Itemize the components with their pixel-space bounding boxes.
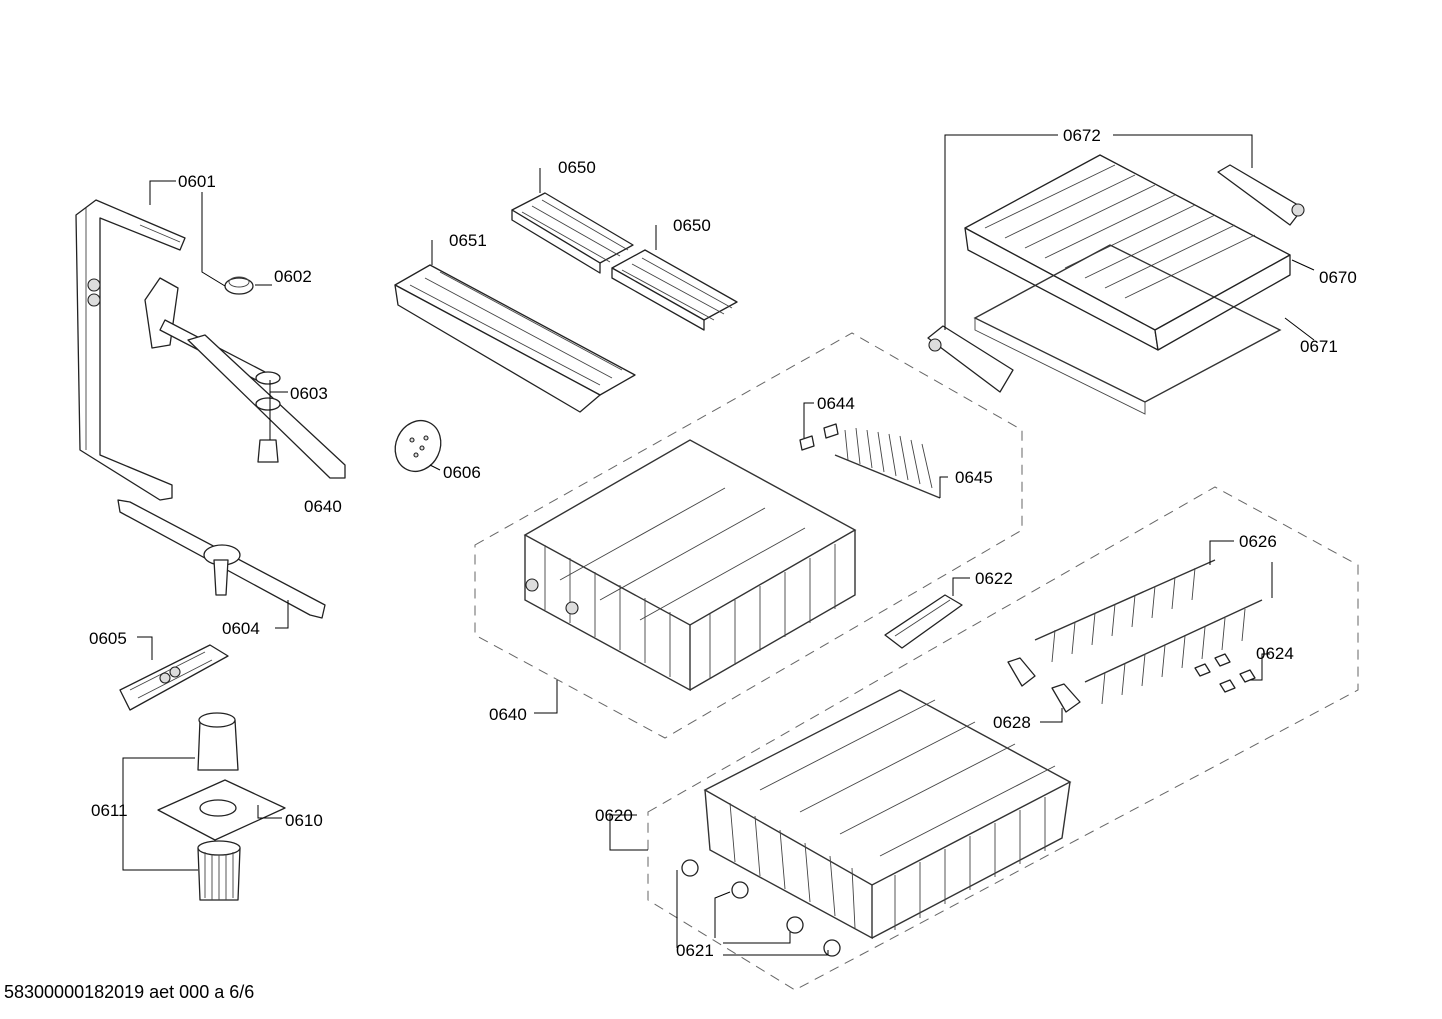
label-0610: 0610 [285, 811, 323, 830]
label-0628: 0628 [993, 713, 1031, 732]
part-labels: 0601 0602 0603 0640 0604 0605 0611 0610 … [89, 126, 1357, 960]
cutlery-drawer [964, 154, 1291, 351]
basket-handle [884, 594, 963, 649]
fold-down-rack [834, 427, 941, 499]
upper-basket-outline [474, 332, 1023, 739]
label-0644: 0644 [817, 394, 855, 413]
label-0601: 0601 [178, 172, 216, 191]
label-0640-basket: 0640 [489, 705, 527, 724]
rack-clip-set [1194, 653, 1256, 693]
cutlery-insert-left [511, 192, 634, 274]
label-0605: 0605 [89, 629, 127, 648]
label-0621: 0621 [676, 941, 714, 960]
label-0622: 0622 [975, 569, 1013, 588]
label-0620: 0620 [595, 806, 633, 825]
label-0624: 0624 [1256, 644, 1294, 663]
label-0640-spray: 0640 [304, 497, 342, 516]
label-0603: 0603 [290, 384, 328, 403]
tine-rack-b [1084, 599, 1263, 705]
cutlery-insert-right [611, 249, 738, 331]
label-0626: 0626 [1239, 532, 1277, 551]
label-0606: 0606 [443, 463, 481, 482]
tine-rack-a [1034, 559, 1216, 663]
spray-nozzle-disc [394, 420, 442, 472]
lower-spray-arm [117, 499, 326, 619]
label-0602: 0602 [274, 267, 312, 286]
drawer-rail-right [1217, 164, 1305, 226]
drawer-rail-left [927, 325, 1014, 393]
cutlery-tray [394, 264, 636, 413]
filter-assembly [157, 712, 286, 901]
label-0670: 0670 [1319, 268, 1357, 287]
lower-basket [703, 689, 1072, 940]
leader-lines [122, 134, 1315, 956]
label-0671: 0671 [1300, 337, 1338, 356]
lower-basket-outline [647, 486, 1359, 991]
upper-spray-arm [144, 277, 346, 479]
document-code: 58300000182019 aet 000 a 6/6 [4, 982, 254, 1002]
label-0645: 0645 [955, 468, 993, 487]
label-0650-right: 0650 [673, 216, 711, 235]
label-0651: 0651 [449, 231, 487, 250]
label-0604: 0604 [222, 619, 260, 638]
filter-cover [119, 644, 229, 711]
rack-clips [799, 423, 839, 451]
spray-arm-nut [224, 276, 254, 295]
drawer-frame [973, 244, 1282, 415]
spray-supply-tube [75, 199, 186, 501]
basket-wheels [681, 859, 841, 957]
upper-basket [523, 439, 857, 692]
label-0650-left: 0650 [558, 158, 596, 177]
label-0672: 0672 [1063, 126, 1101, 145]
label-0611: 0611 [91, 801, 128, 820]
rack-holders [1007, 657, 1081, 713]
